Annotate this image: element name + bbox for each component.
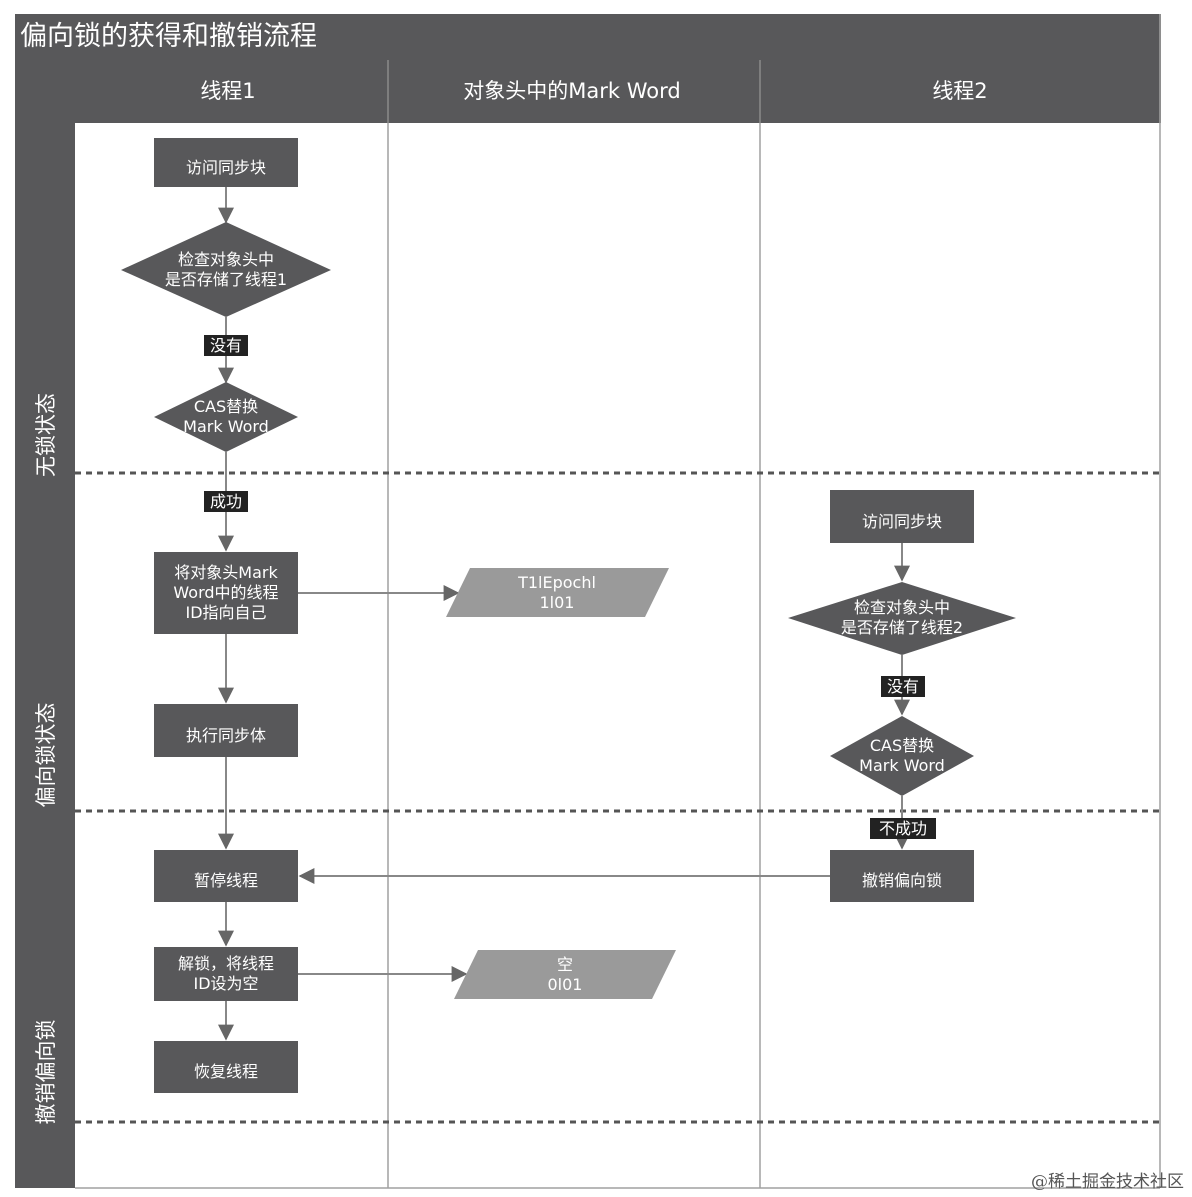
node-label-line: 是否存储了线程2 — [841, 618, 963, 637]
node-label-line: 空 — [557, 955, 573, 974]
node-label-line: 检查对象头中 — [178, 250, 274, 269]
node-t1-exec: 执行同步体 — [154, 704, 298, 757]
node-label-line: 执行同步体 — [186, 726, 266, 745]
edge-label-t1-no: 没有 — [204, 335, 248, 356]
node-t1-check: 检查对象头中是否存储了线程1 — [121, 222, 331, 317]
svg-text:暂停线程: 暂停线程 — [194, 871, 258, 890]
svg-text:成功: 成功 — [210, 492, 242, 511]
node-t1-resume: 恢复线程 — [154, 1041, 298, 1093]
svg-text:检查对象头中是否存储了线程2: 检查对象头中是否存储了线程2 — [841, 598, 963, 637]
column-header-mark-word: 对象头中的Mark Word — [463, 79, 680, 103]
node-label-line: 1l01 — [540, 593, 575, 612]
node-label-line: T1lEpochl — [517, 573, 596, 592]
edge-label-t1-success: 成功 — [204, 491, 248, 512]
watermark: @稀土掘金技术社区 — [1031, 1172, 1184, 1192]
node-t2-check: 检查对象头中是否存储了线程2 — [788, 582, 1016, 655]
svg-text:恢复线程: 恢复线程 — [194, 1062, 258, 1081]
svg-text:撤销偏向锁: 撤销偏向锁 — [862, 871, 942, 890]
title-bar — [15, 14, 1161, 58]
column-header-thread2: 线程2 — [932, 79, 987, 103]
node-label-line: 检查对象头中 — [854, 598, 950, 617]
node-label-line: 恢复线程 — [194, 1062, 258, 1081]
node-label-line: 撤销偏向锁 — [862, 871, 942, 890]
node-label-line: ID指向自己 — [185, 603, 266, 622]
svg-text:执行同步体: 执行同步体 — [186, 726, 266, 745]
svg-text:不成功: 不成功 — [879, 819, 927, 838]
node-label-line: Word中的线程 — [173, 583, 278, 602]
diagram-title: 偏向锁的获得和撤销流程 — [20, 21, 317, 52]
node-t1-pause: 暂停线程 — [154, 850, 298, 902]
node-label-line: 访问同步块 — [862, 512, 942, 531]
node-label-line: ID设为空 — [193, 974, 258, 993]
lane-label-biased: 偏向锁状态 — [34, 703, 58, 808]
column-header-thread1: 线程1 — [200, 79, 255, 103]
node-t1-access: 访问同步块 — [154, 138, 298, 187]
node-label-line: 访问同步块 — [186, 158, 266, 177]
node-label-line: 暂停线程 — [194, 871, 258, 890]
lane-label-unlocked: 无锁状态 — [34, 393, 58, 477]
lane-label-revoke: 撤销偏向锁 — [34, 1020, 58, 1125]
node-label-line: CAS替换 — [870, 736, 934, 755]
node-t2-access: 访问同步块 — [830, 490, 974, 543]
svg-text:没有: 没有 — [887, 677, 919, 696]
node-label-line: 解锁，将线程 — [178, 954, 274, 973]
node-label-line: CAS替换 — [194, 397, 258, 416]
node-label-line: 将对象头Mark — [174, 563, 278, 582]
node-label-line: 0l01 — [548, 975, 583, 994]
node-label-line: Mark Word — [183, 417, 269, 436]
svg-text:访问同步块: 访问同步块 — [186, 158, 266, 177]
svg-text:访问同步块: 访问同步块 — [862, 512, 942, 531]
edge-label-t2-fail: 不成功 — [870, 818, 936, 839]
node-label-line: 是否存储了线程1 — [165, 270, 287, 289]
node-t2-revoke: 撤销偏向锁 — [830, 850, 974, 902]
edge-label-t2-no: 没有 — [881, 676, 925, 697]
column-header-row — [75, 58, 1161, 123]
lane-label-column — [15, 58, 75, 1188]
svg-text:没有: 没有 — [210, 336, 242, 355]
svg-text:检查对象头中是否存储了线程1: 检查对象头中是否存储了线程1 — [165, 250, 287, 289]
node-label-line: Mark Word — [859, 756, 945, 775]
